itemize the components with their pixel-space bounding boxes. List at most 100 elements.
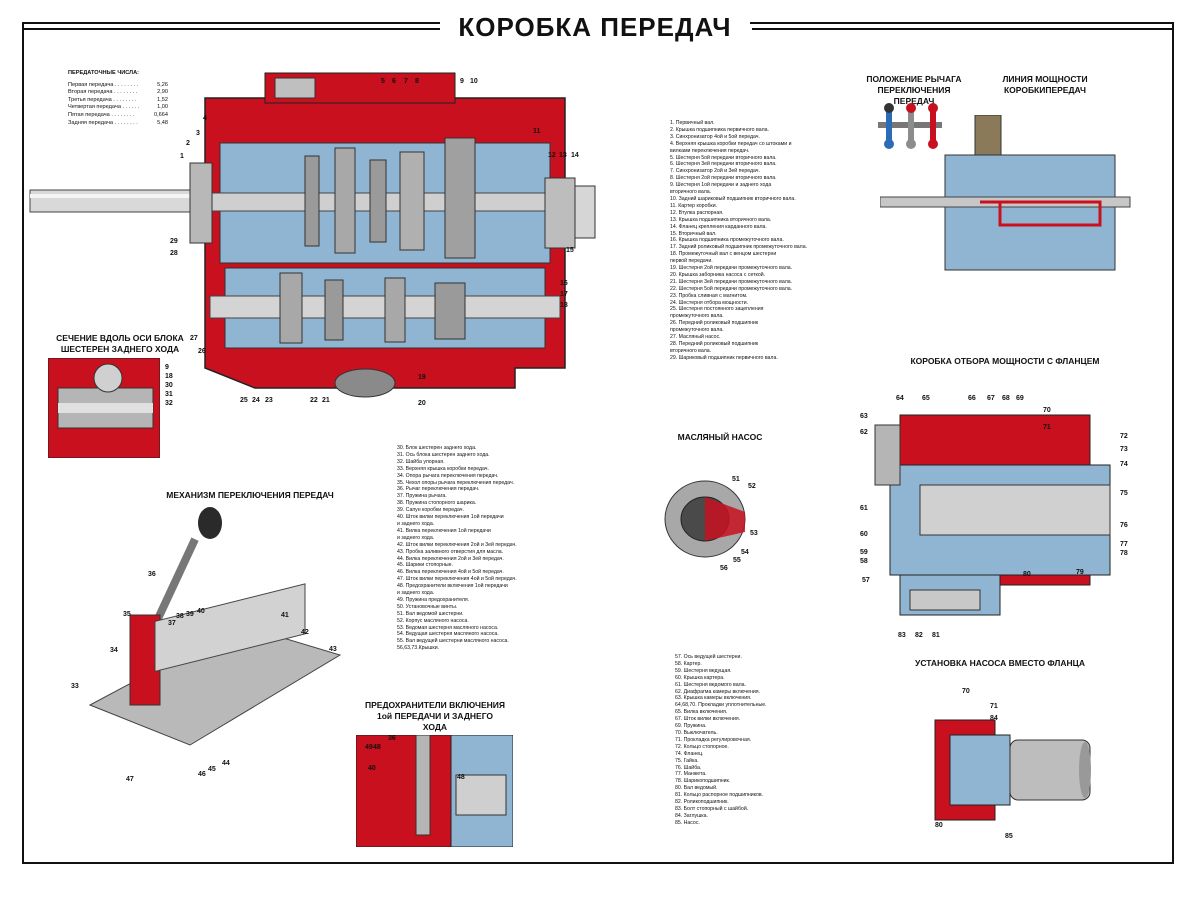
callout: 56 [720, 565, 728, 572]
callout: 63 [860, 413, 868, 420]
callout: 21 [322, 397, 330, 404]
ratio-row: Пятая передача . . . . . . . .0,664 [68, 111, 168, 118]
callout: 22 [310, 397, 318, 404]
callout: 40 [197, 608, 205, 615]
callout: 49 [365, 744, 373, 751]
interlocks-drawing [356, 735, 513, 847]
callout: 13 [559, 152, 567, 159]
callout: 38 [176, 613, 184, 620]
callout: 16 [560, 280, 568, 287]
callout: 36 [388, 735, 396, 742]
callout: 27 [190, 335, 198, 342]
callout: 46 [198, 771, 206, 778]
callout: 85 [1005, 833, 1013, 840]
callout: 81 [932, 632, 940, 639]
callout: 44 [222, 760, 230, 767]
shift-mechanism-drawing [88, 507, 342, 746]
callout: 53 [750, 530, 758, 537]
heading-pto: КОРОБКА ОТБОРА МОЩНОСТИ С ФЛАНЦЕМ [910, 356, 1100, 366]
ratio-row: Вторая передача . . . . . . . .2,90 [68, 89, 168, 96]
callout: 19 [418, 374, 426, 381]
heading-interlocks: ПРЕДОХРАНИТЕЛИ ВКЛЮЧЕНИЯ 1ой ПЕРЕДАЧИ И … [365, 700, 506, 732]
legend-parts-30-56: 30. Блок шестерен заднего хода.31. Ось б… [397, 445, 517, 652]
legend-parts-57-85: 57. Ось ведущей шестерни.58. Картер.59. … [675, 654, 767, 826]
callout: 82 [915, 632, 923, 639]
callout: 12 [548, 152, 556, 159]
callout: 74 [1120, 461, 1128, 468]
callout: 80 [935, 822, 943, 829]
callout: 8 [415, 78, 419, 85]
callout: 48 [457, 774, 465, 781]
heading-shift-mechanism: МЕХАНИЗМ ПЕРЕКЛЮЧЕНИЯ ПЕРЕДАЧ [166, 490, 334, 500]
callout: 33 [71, 683, 79, 690]
pump-install-drawing [934, 719, 1091, 821]
pto-drawing [874, 414, 1111, 616]
title-rule-left [22, 28, 442, 30]
callout: 41 [281, 612, 289, 619]
callout: 55 [733, 557, 741, 564]
callout: 43 [329, 646, 337, 653]
callout: 30 [165, 382, 173, 389]
ratio-row: Задняя передача . . . . . . . .5,48 [68, 119, 168, 126]
callout: 54 [741, 549, 749, 556]
callout: 48 [373, 744, 381, 751]
callout: 20 [418, 400, 426, 407]
callout: 18 [560, 302, 568, 309]
callout: 15 [566, 247, 574, 254]
callout: 72 [1120, 433, 1128, 440]
gear-ratios-heading: ПЕРЕДАТОЧНЫЕ ЧИСЛА: [68, 70, 139, 76]
callout: 57 [862, 577, 870, 584]
callout: 79 [1076, 569, 1084, 576]
heading-oil-pump: МАСЛЯНЫЙ НАСОС [677, 432, 763, 442]
heading-power-line: ЛИНИЯ МОЩНОСТИ КОРОБКИПЕРЕДАЧ [1002, 74, 1088, 95]
callout: 2 [186, 140, 190, 147]
callout: 70 [1043, 407, 1051, 414]
callout: 37 [168, 620, 176, 627]
callout: 83 [898, 632, 906, 639]
callout: 29 [170, 238, 178, 245]
callout: 66 [968, 395, 976, 402]
callout: 73 [1120, 446, 1128, 453]
callout: 23 [265, 397, 273, 404]
power-flow-drawing [880, 115, 1131, 271]
callout: 70 [962, 688, 970, 695]
reverse-gear-section [48, 358, 160, 458]
heading-lever-position: ПОЛОЖЕНИЕ РЫЧАГА ПЕРЕКЛЮЧЕНИЯ ПЕРЕДАЧ [866, 74, 962, 106]
callout: 75 [1120, 490, 1128, 497]
callout: 25 [240, 397, 248, 404]
shift-pattern-diagram [878, 103, 942, 149]
callout: 18 [165, 373, 173, 380]
gearbox-cutaway [29, 72, 596, 398]
title-rule-right [752, 28, 1174, 30]
callout: 69 [1016, 395, 1024, 402]
callout: 9 [165, 364, 169, 371]
callout: 4 [203, 115, 207, 122]
callout: 60 [860, 531, 868, 538]
callout: 39 [186, 611, 194, 618]
callout: 68 [1002, 395, 1010, 402]
callout: 61 [860, 505, 868, 512]
callout: 62 [860, 429, 868, 436]
callout: 52 [748, 483, 756, 490]
callout: 35 [123, 611, 131, 618]
callout: 64 [896, 395, 904, 402]
callout: 80 [1023, 571, 1031, 578]
heading-reverse-section: СЕЧЕНИЕ ВДОЛЬ ОСИ БЛОКА ШЕСТЕРЕН ЗАДНЕГО… [56, 333, 184, 354]
callout: 67 [987, 395, 995, 402]
callout: 24 [252, 397, 260, 404]
callout: 17 [560, 291, 568, 298]
poster-title: КОРОБКА ПЕРЕДАЧ [440, 12, 750, 43]
callout: 3 [196, 130, 200, 137]
callout: 58 [860, 558, 868, 565]
callout: 10 [470, 78, 478, 85]
callout: 7 [404, 78, 408, 85]
callout: 28 [170, 250, 178, 257]
callout: 11 [533, 128, 541, 135]
gear-ratios: ПЕРЕДАТОЧНЫЕ ЧИСЛА: Первая передача . . … [68, 70, 168, 127]
callout: 31 [165, 391, 173, 398]
ratio-row: Четвертая передача . . . . . .1,00 [68, 104, 168, 111]
callout: 78 [1120, 550, 1128, 557]
callout: 26 [198, 348, 206, 355]
ratio-row: Первая передача . . . . . . . .5,26 [68, 81, 168, 88]
callout: 9 [460, 78, 464, 85]
